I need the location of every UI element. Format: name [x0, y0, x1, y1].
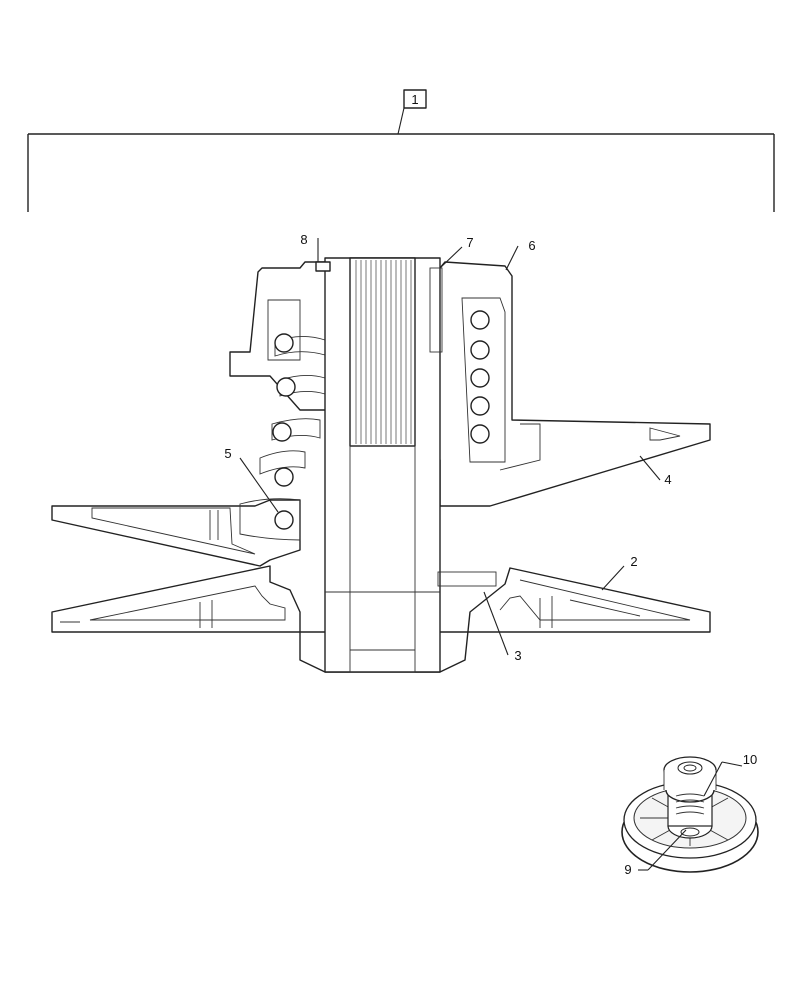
callout-8: 8 — [300, 232, 307, 247]
lower-sheave — [51, 565, 711, 673]
callout-10: 10 — [743, 752, 757, 767]
callout-leaders — [239, 238, 661, 656]
callout-9: 9 — [624, 862, 631, 877]
callout-7: 7 — [466, 235, 473, 250]
callout-3: 3 — [514, 648, 521, 663]
callout-2: 2 — [630, 554, 637, 569]
assembly-bracket: 1 — [27, 89, 775, 212]
callout-5: 5 — [224, 446, 231, 461]
callout-4: 4 — [664, 472, 671, 487]
assembly-label: 1 — [411, 92, 418, 107]
upper-housing — [229, 261, 711, 507]
movable-sheave — [51, 499, 301, 567]
callout-numbers: 8 7 6 5 4 2 3 — [224, 232, 671, 663]
central-shaft — [315, 257, 497, 673]
callout-6: 6 — [528, 238, 535, 253]
pulley-thumbnail: 10 9 — [621, 752, 759, 877]
assembly-label-box — [403, 89, 427, 109]
spring-coils — [239, 310, 490, 541]
